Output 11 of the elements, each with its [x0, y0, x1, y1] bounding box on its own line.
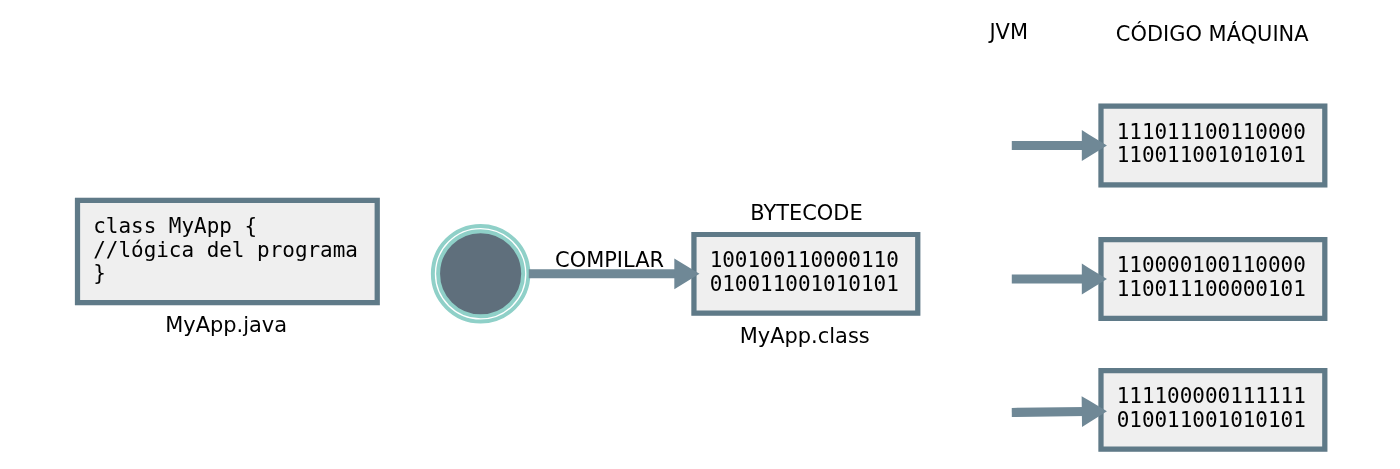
arrow — [1011, 396, 1107, 427]
label: CÓDIGO MÁQUINA — [1115, 21, 1309, 46]
arrow — [528, 258, 699, 290]
node-label: BYTECODE — [749, 200, 863, 225]
edge-label: COMPILAR — [554, 247, 664, 272]
label: JVM — [988, 20, 1028, 45]
node-label: MyApp.java — [164, 313, 287, 338]
node-label: MyApp.class — [739, 323, 870, 348]
node-picture — [430, 224, 530, 324]
arrow — [1011, 130, 1107, 161]
arrow — [1011, 263, 1107, 295]
